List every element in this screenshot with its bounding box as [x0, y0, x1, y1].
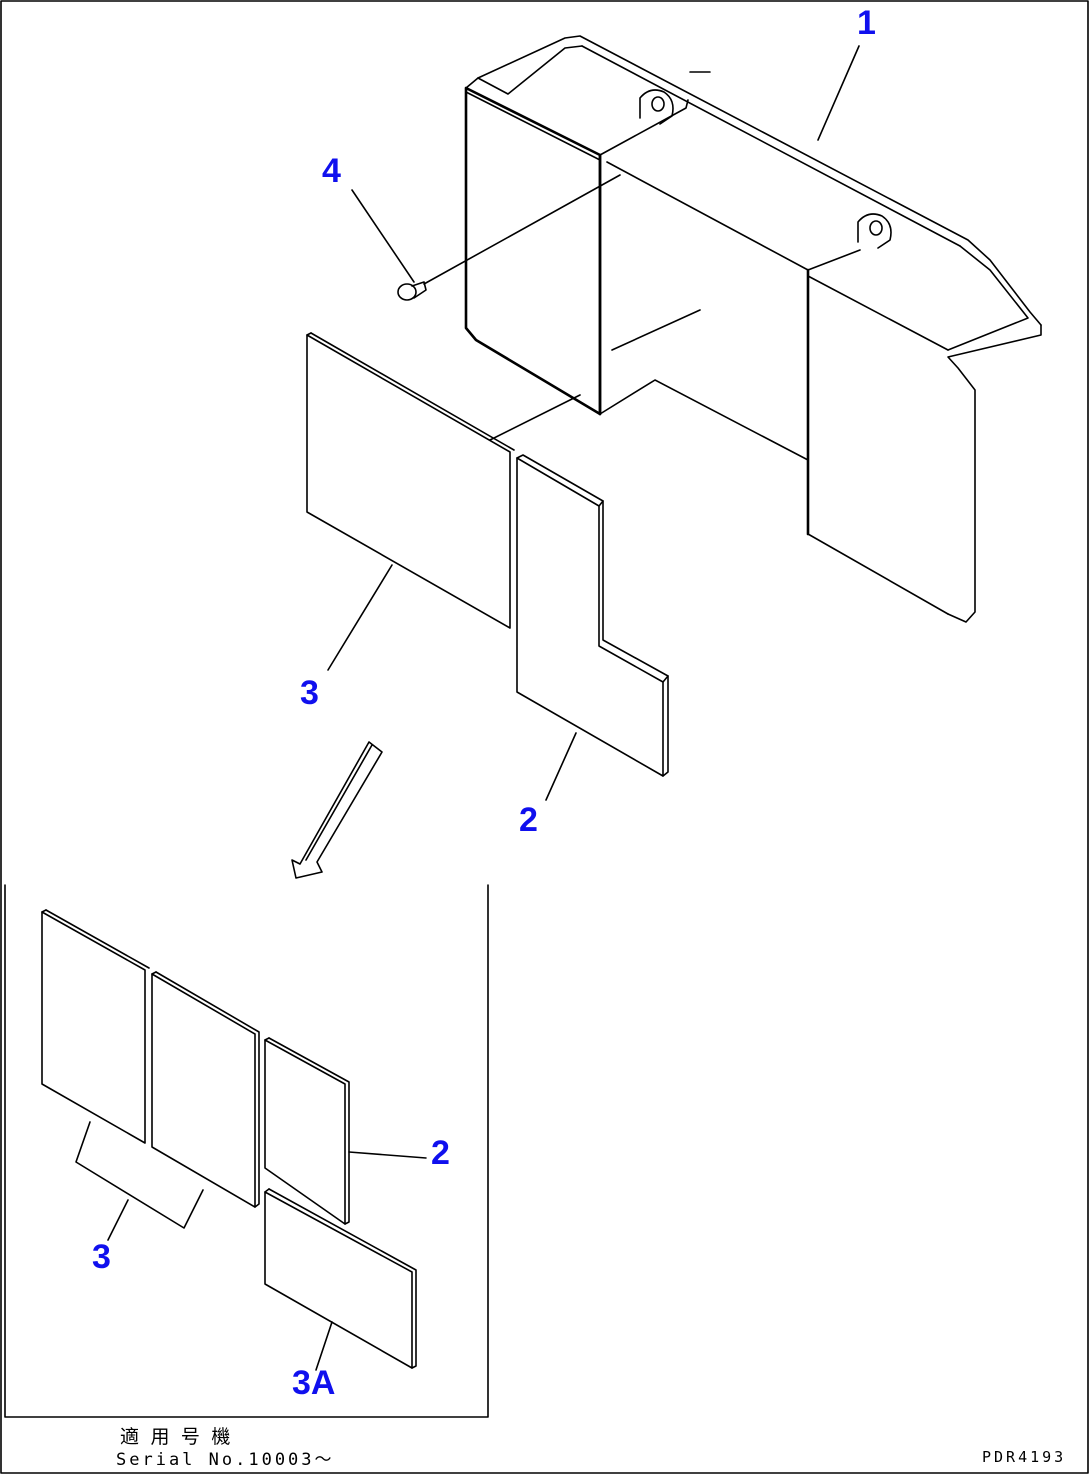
bolt-part: [397, 174, 621, 301]
callout-3-bottom: 3: [92, 1238, 111, 1276]
applicable-serial-caption-jp: 適 用 号 機: [120, 1426, 231, 1448]
bracket-3: [75, 1121, 204, 1229]
leader-4: [351, 189, 415, 283]
callout-3-top: 3: [300, 674, 319, 712]
leader-3a: [315, 1321, 333, 1371]
detail-box: [4, 884, 489, 1418]
callout-2-top: 2: [519, 801, 538, 839]
detail-arrow: [291, 741, 383, 879]
leader-2-top: [545, 732, 577, 801]
callout-4: 4: [322, 152, 341, 190]
leader-1: [817, 45, 860, 141]
callout-1: 1: [857, 4, 876, 42]
leader-2-bottom: [348, 1151, 427, 1159]
plate-3-top: [306, 332, 581, 629]
leader-3-top: [327, 564, 393, 671]
applicable-serial-number: Serial No.10003～: [116, 1450, 335, 1470]
leader-3-bottom: [107, 1199, 129, 1241]
counterweight-body: [464, 35, 1042, 623]
plate-2-top: [516, 454, 669, 777]
drawing-code: PDR4193: [982, 1448, 1067, 1466]
callout-3a: 3A: [292, 1364, 336, 1402]
callout-2-bottom: 2: [431, 1134, 450, 1172]
detail-plates: [41, 909, 417, 1369]
